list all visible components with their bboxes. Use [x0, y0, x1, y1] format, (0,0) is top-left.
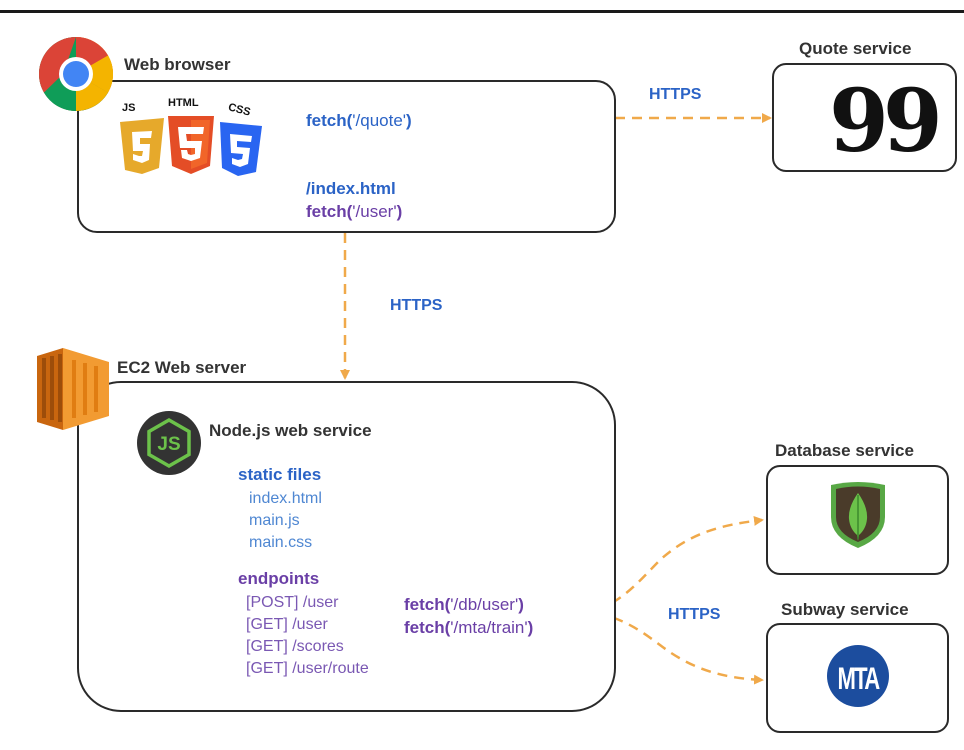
https-label-quote: HTTPS — [649, 86, 702, 103]
mongodb-leaf-icon — [831, 482, 885, 548]
js-badge-label: JS — [122, 102, 136, 114]
static-file-item: main.js — [249, 512, 300, 529]
html5-badge-icon — [168, 116, 214, 174]
quote-service-box — [772, 63, 957, 172]
fetch-user-code: fetch('/user') — [306, 202, 402, 222]
mta-logo-icon: MTA — [827, 645, 889, 707]
https-label-server: HTTPS — [390, 297, 443, 314]
static-file-item: index.html — [249, 490, 322, 507]
quote-marks-icon: 99 — [829, 71, 943, 172]
fetch-db-fn: fetch( — [404, 595, 451, 614]
fetch-user-fn: fetch( — [306, 202, 353, 221]
aws-ec2-icon — [37, 348, 109, 430]
fetch-quote-fn: fetch( — [306, 111, 353, 130]
js-badge-icon — [120, 118, 164, 174]
mta-logo-text: MTA — [837, 662, 879, 697]
arrow-server-to-subway — [579, 610, 764, 685]
top-rule — [0, 10, 964, 13]
nodejs-icon: JS — [137, 411, 201, 475]
web-tech-badges: JS HTML CSS — [118, 97, 268, 180]
fetch-mta-arg: '/mta/train' — [450, 618, 528, 637]
node-service-title: Node.js web service — [209, 421, 372, 440]
chrome-icon — [39, 37, 113, 111]
arrow-server-to-database — [579, 515, 764, 614]
subway-service-title: Subway service — [781, 600, 909, 619]
nodejs-logo-text: JS — [157, 434, 180, 455]
fetch-mta-fn: fetch( — [404, 618, 451, 637]
database-service-title: Database service — [775, 441, 914, 460]
https-label-backend: HTTPS — [668, 606, 721, 623]
fetch-db-arg: '/db/user' — [450, 595, 519, 614]
index-html-label: /index.html — [306, 179, 396, 198]
endpoints-list: [POST] /user [GET] /user [GET] /scores [… — [246, 592, 369, 680]
html-badge-label: HTML — [168, 97, 199, 109]
fetch-user-close: ) — [396, 202, 403, 221]
fetch-db-code: fetch('/db/user') — [404, 595, 524, 615]
static-files-heading: static files — [238, 465, 322, 484]
endpoints-heading: endpoints — [238, 569, 320, 588]
web-browser-box — [77, 80, 616, 233]
fetch-quote-close: ) — [406, 111, 412, 130]
css3-badge-icon — [220, 122, 262, 176]
quote-service-title: Quote service — [799, 39, 912, 58]
static-file-item: main.css — [249, 534, 313, 551]
fetch-user-arg: '/user' — [352, 202, 397, 221]
fetch-mta-close: ) — [527, 618, 534, 637]
fetch-quote-arg: '/quote' — [352, 111, 407, 130]
endpoint-item: [GET] /user — [246, 616, 328, 633]
web-browser-title: Web browser — [124, 55, 231, 74]
ec2-server-title: EC2 Web server — [117, 358, 247, 377]
fetch-db-close: ) — [518, 595, 524, 614]
endpoint-item: [POST] /user — [246, 594, 339, 611]
fetch-quote-code: fetch('/quote') — [306, 111, 412, 131]
endpoint-item: [GET] /user/route — [246, 660, 369, 677]
endpoint-item: [GET] /scores — [246, 638, 344, 655]
static-files-list: index.html main.js main.css — [249, 488, 322, 554]
fetch-mta-code: fetch('/mta/train') — [404, 618, 533, 638]
css-badge-label: CSS — [226, 101, 252, 119]
